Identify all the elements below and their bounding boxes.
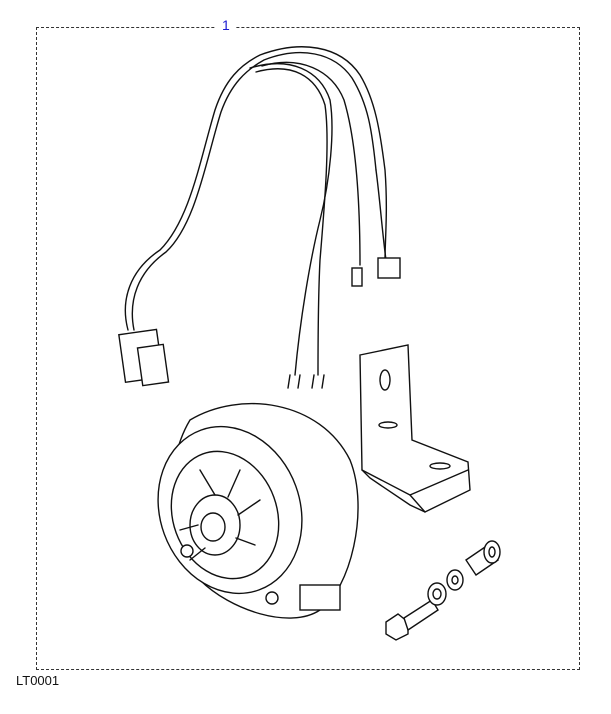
illustration-reference-code: LT0001 [16,673,60,688]
horn[interactable] [135,403,359,619]
mounting-bracket[interactable] [359,344,471,513]
nut[interactable] [465,540,501,576]
washers[interactable] [427,569,464,606]
kit-boundary-frame [36,27,580,670]
item-callout-number[interactable]: 1 [216,17,236,33]
wiring-harness[interactable] [118,46,401,389]
bolt[interactable] [385,599,439,641]
